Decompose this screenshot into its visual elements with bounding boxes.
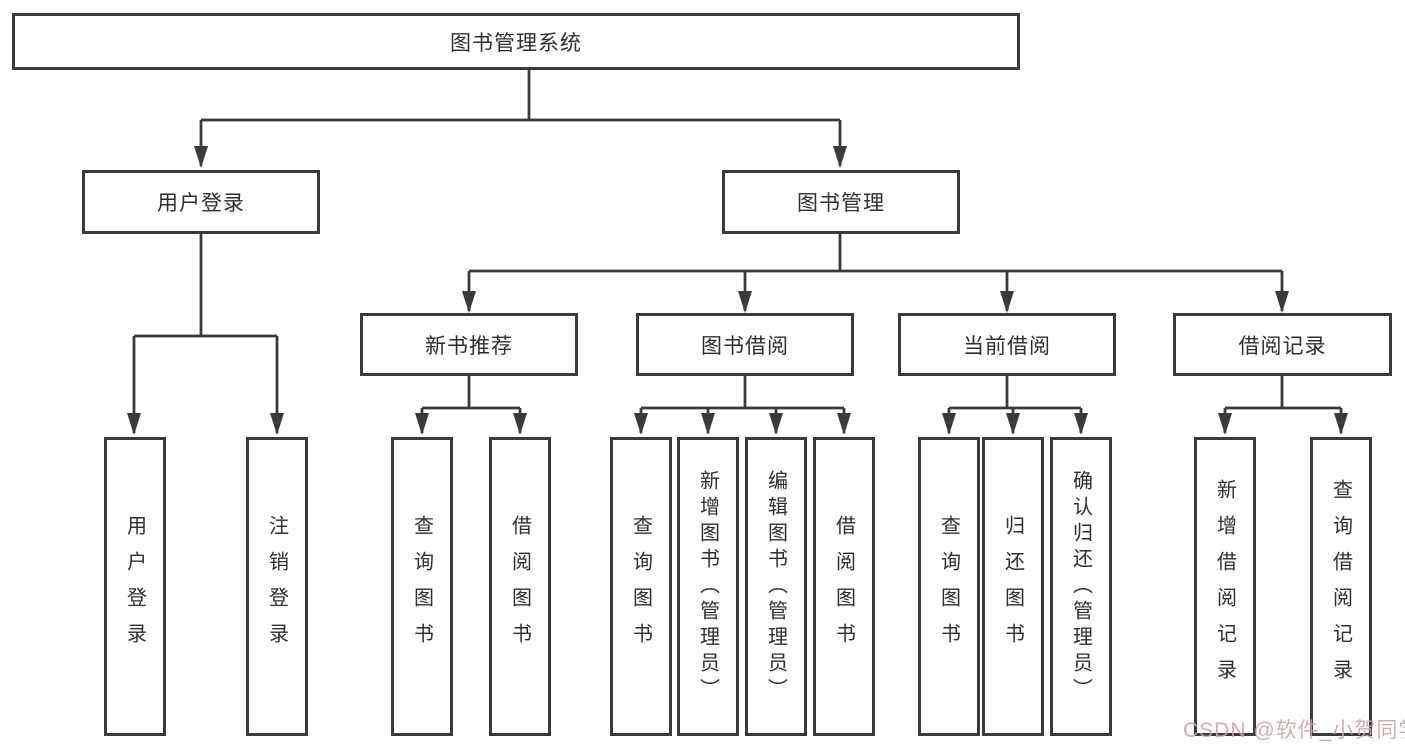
node-new-book-recommend: 新书推荐: [360, 313, 578, 376]
node-borrow-records: 借阅记录: [1173, 313, 1392, 376]
leaf-borrow-books-2: 借阅图书: [813, 437, 875, 736]
watermark: CSDN @软件_小贺同学: [1183, 719, 1405, 742]
leaf-query-books-2: 查询图书: [610, 437, 672, 736]
node-current-borrow: 当前借阅: [898, 313, 1116, 376]
leaf-borrow-books-1: 借阅图书: [489, 437, 551, 736]
leaf-return-books: 归还图书: [982, 437, 1044, 736]
leaf-add-books-admin: 新增图书（管理员）: [677, 437, 739, 736]
node-root: 图书管理系统: [12, 13, 1020, 70]
leaf-user-login: 用户登录: [104, 437, 166, 736]
leaf-edit-books-admin: 编辑图书（管理员）: [745, 437, 807, 736]
leaf-logout: 注销登录: [246, 437, 308, 736]
node-book-management: 图书管理: [722, 170, 960, 234]
leaf-add-borrow-record: 新增借阅记录: [1194, 437, 1256, 736]
leaf-query-books-1: 查询图书: [391, 437, 453, 736]
leaf-query-borrow-record: 查询借阅记录: [1310, 437, 1372, 736]
node-book-borrow: 图书借阅: [636, 313, 854, 376]
leaf-confirm-return-admin: 确认归还（管理员）: [1050, 437, 1112, 736]
leaf-query-books-3: 查询图书: [918, 437, 980, 736]
node-user-login: 用户登录: [82, 170, 320, 234]
